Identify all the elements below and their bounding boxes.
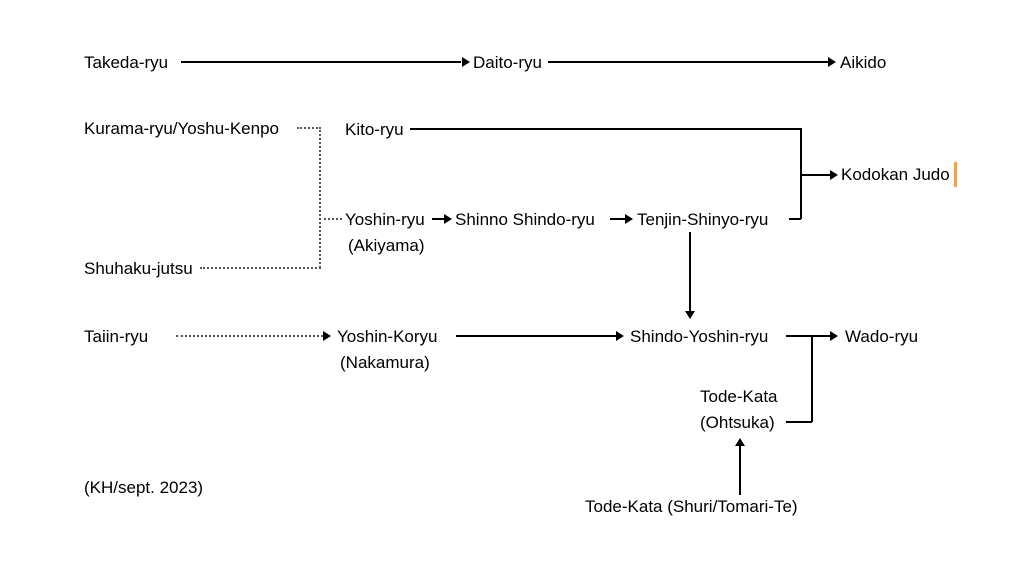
node-yoshin-koryu-founder: (Nakamura) [340, 353, 430, 372]
arrowhead-tode-up-icon [735, 438, 745, 446]
arrowhead-yoshinkoryu-icon [323, 331, 331, 341]
edge-kurama-junction-dotted [297, 127, 321, 129]
arrowhead-shindo-icon [616, 331, 624, 341]
arrowhead-shinno-icon [444, 214, 452, 224]
arrowhead-wado-icon [830, 331, 838, 341]
node-kodokan-judo[interactable]: Kodokan Judo [841, 165, 950, 184]
node-tenjin-shinyo-ryu: Tenjin-Shinyo-ryu [637, 210, 769, 229]
node-tode-kata-founder: (Ohtsuka) [700, 413, 775, 432]
text-cursor [954, 162, 957, 187]
edge-junction-yoshin-dotted [319, 218, 342, 220]
edge-takeda-daito-line [181, 61, 461, 63]
arrowhead-kodokan-icon [830, 170, 838, 180]
edge-kodokan-line [800, 174, 830, 176]
edge-tenjin-junction-line [789, 218, 801, 220]
node-tode-kata: Tode-Kata [700, 387, 778, 406]
arrowhead-tenjin-icon [625, 214, 633, 224]
node-shinno-shindo-ryu: Shinno Shindo-ryu [455, 210, 595, 229]
edge-shuhaku-dotted [200, 267, 321, 269]
node-shuhaku-jutsu: Shuhaku-jutsu [84, 259, 193, 278]
node-shindo-yoshin-ryu: Shindo-Yoshin-ryu [630, 327, 769, 346]
node-daito-ryu: Daito-ryu [473, 53, 542, 72]
arrowhead-shindo-down-icon [685, 311, 695, 319]
node-takeda-ryu: Takeda-ryu [84, 53, 169, 72]
edge-kito-right-line [410, 128, 801, 130]
edge-yoshinkoryu-shindo-line [456, 335, 616, 337]
edge-kito-tenjin-vertical [800, 128, 802, 219]
node-aikido: Aikido [840, 53, 887, 72]
edge-taiin-yoshinkoryu-dotted [176, 335, 323, 337]
edge-daito-aikido-line [548, 61, 828, 63]
node-yoshin-ryu-founder: (Akiyama) [348, 236, 425, 255]
edge-shindo-wado-line [786, 335, 830, 337]
edge-junction-vertical-dotted [319, 127, 321, 268]
edge-todeshuri-vertical [739, 446, 741, 495]
edge-tenjin-shindo-vertical [689, 232, 691, 311]
node-kito-ryu: Kito-ryu [345, 120, 404, 139]
arrowhead-daito-icon [462, 57, 470, 67]
edge-tode-junction-line [786, 421, 812, 423]
node-kurama-ryu: Kurama-ryu/Yoshu-Kenpo [84, 119, 279, 138]
arrowhead-aikido-icon [828, 57, 836, 67]
node-yoshin-koryu: Yoshin-Koryu [337, 327, 438, 346]
edge-wado-tode-vertical [811, 335, 813, 422]
node-taiin-ryu: Taiin-ryu [84, 327, 149, 346]
edge-shinno-tenjin-line [610, 218, 625, 220]
node-yoshin-ryu: Yoshin-ryu [345, 210, 425, 229]
node-wado-ryu: Wado-ryu [845, 327, 919, 346]
credit-label: (KH/sept. 2023) [84, 478, 204, 497]
node-tode-kata-shuri: Tode-Kata (Shuri/Tomari-Te) [585, 497, 798, 516]
edge-yoshin-shinno-line [432, 218, 444, 220]
